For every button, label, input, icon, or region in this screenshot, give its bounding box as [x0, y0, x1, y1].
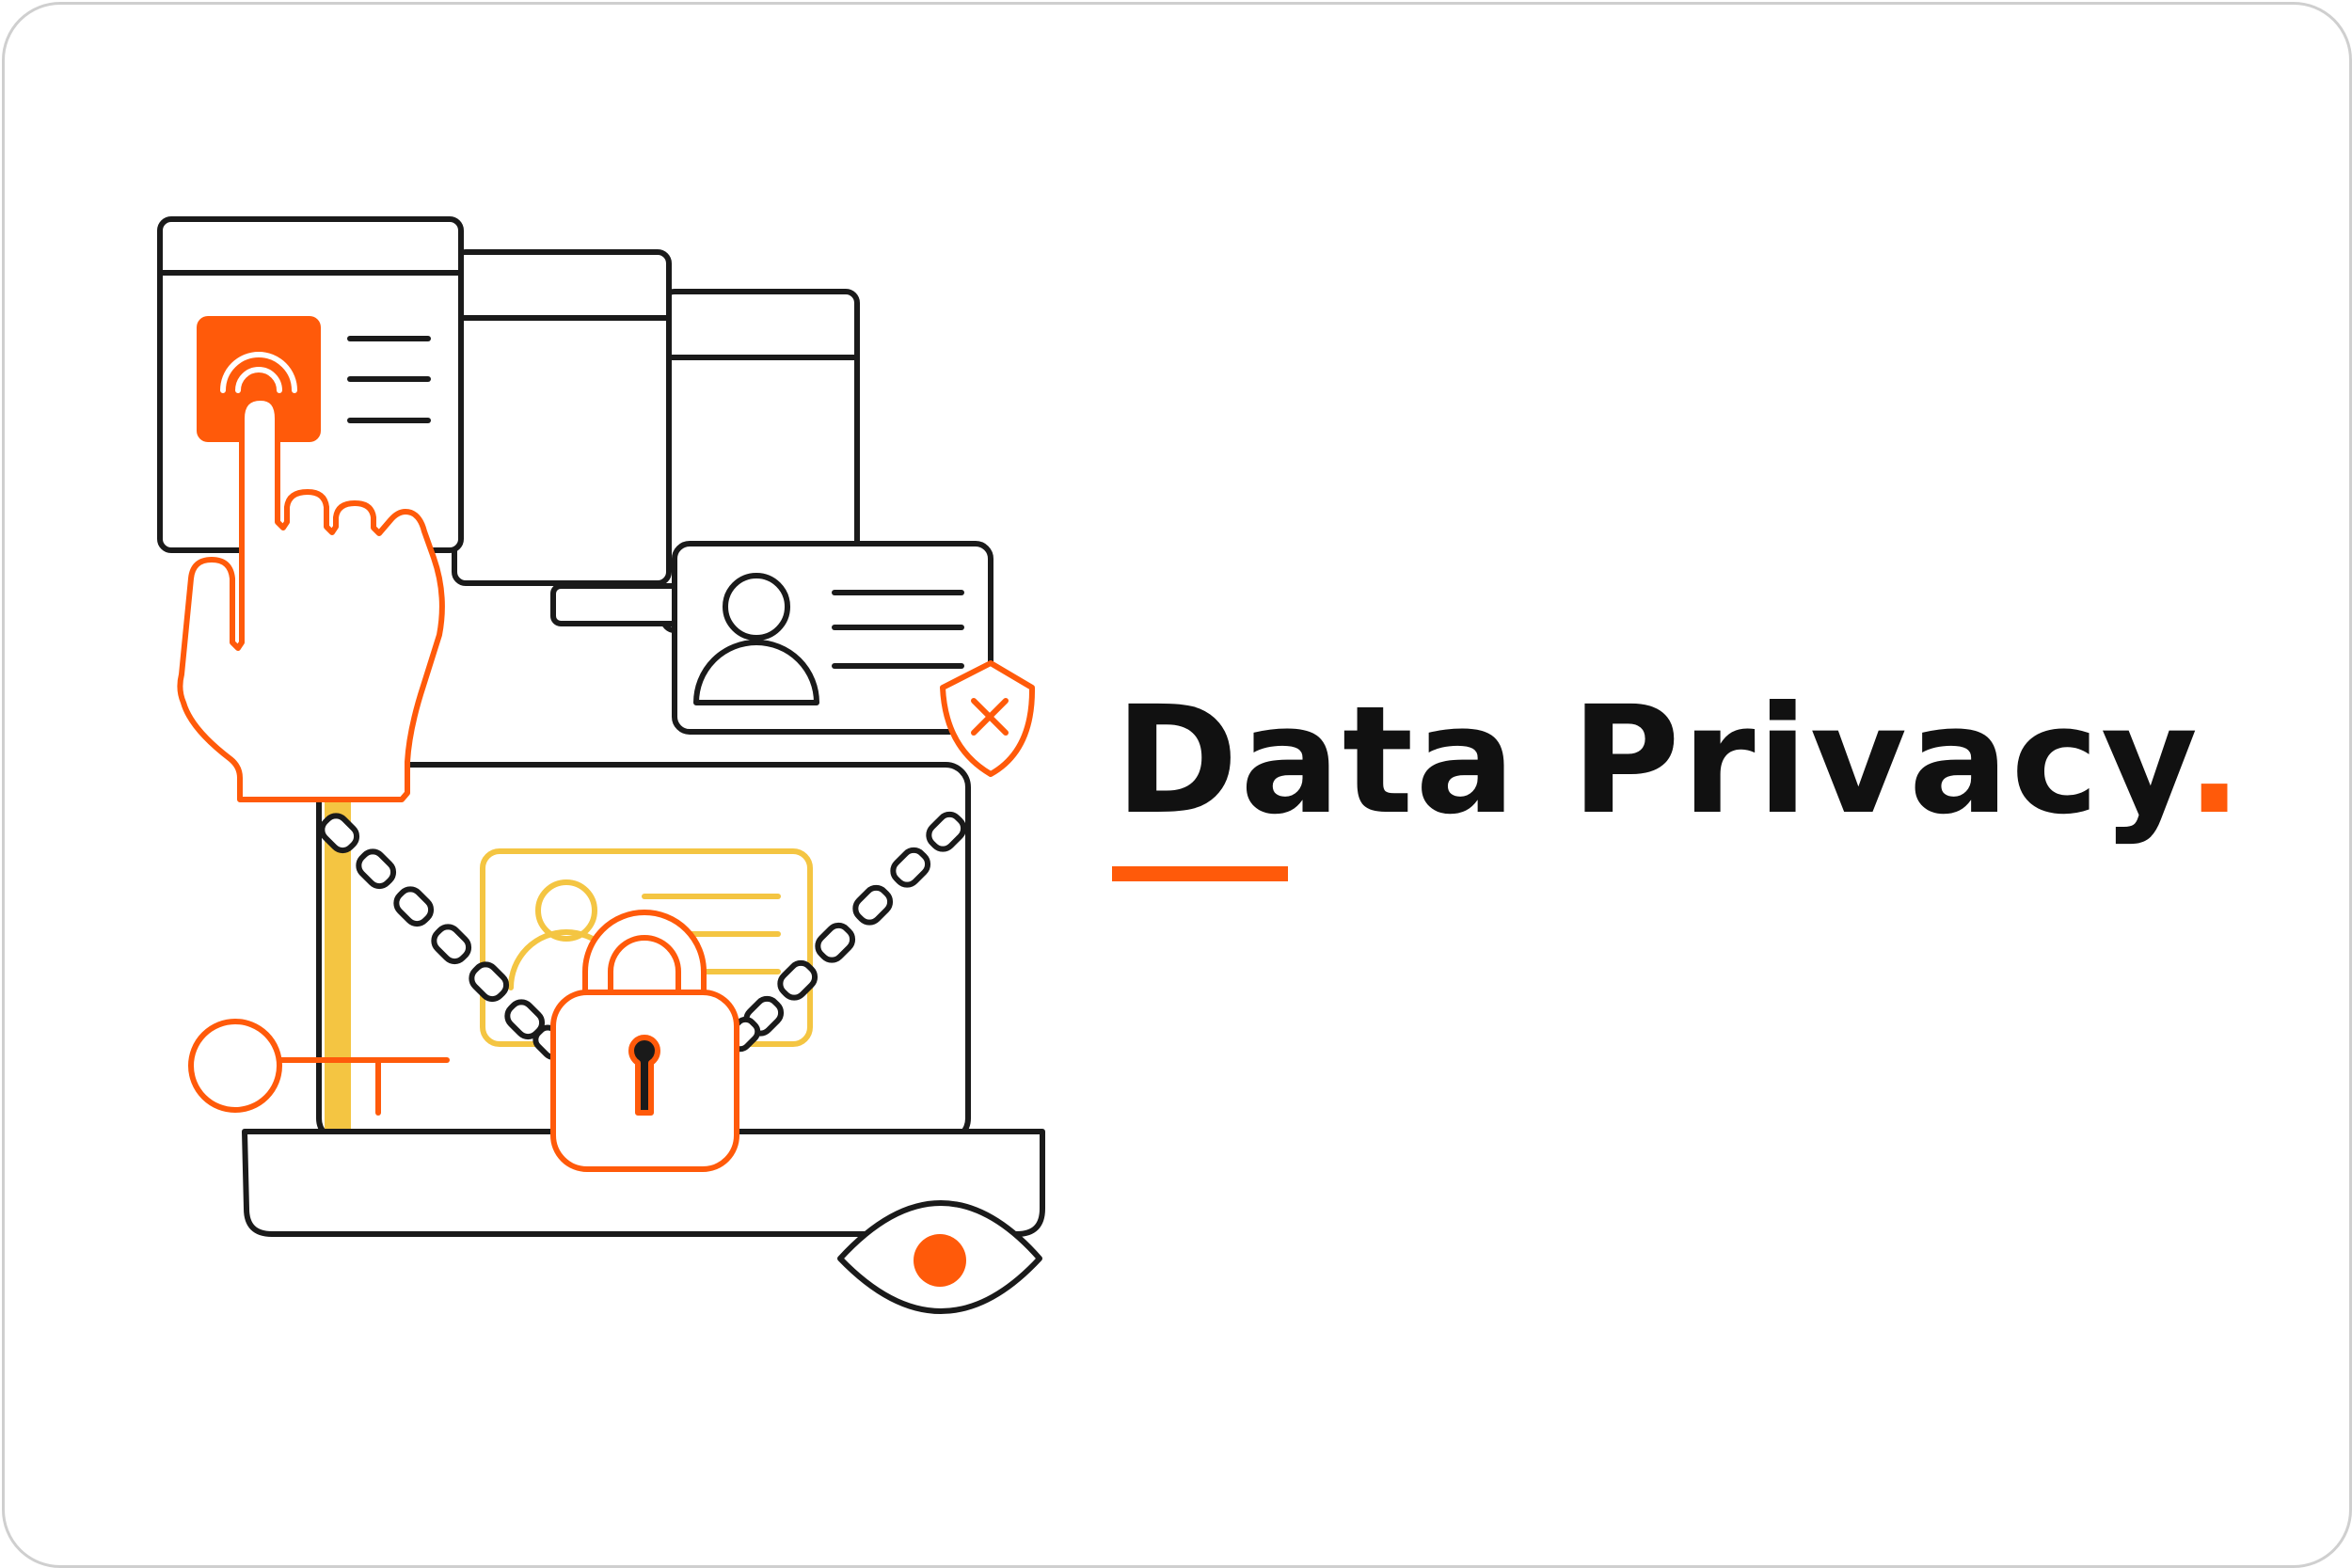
padlock-icon [550, 910, 739, 1172]
page-title: Data Privacy. [1115, 687, 2245, 835]
shield-x-icon [940, 660, 1036, 777]
title-dot: . [2185, 674, 2245, 847]
id-card-icon [672, 541, 993, 735]
chain-icon [724, 811, 967, 1053]
pointing-hand-icon [177, 395, 445, 802]
eye-icon [837, 1200, 1042, 1314]
page-title-text: Data Privacy [1115, 674, 2186, 847]
data-privacy-illustration [157, 216, 1045, 1314]
fingerprint-icon [197, 316, 321, 442]
key-icon [188, 1019, 450, 1116]
browser-window-icon [452, 249, 707, 626]
title-underline [1112, 866, 1288, 881]
